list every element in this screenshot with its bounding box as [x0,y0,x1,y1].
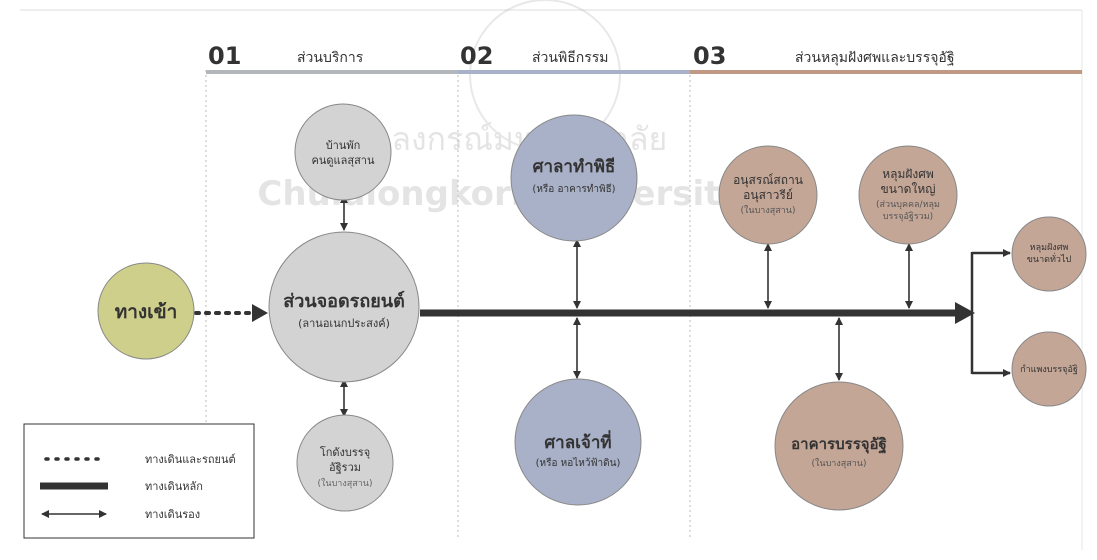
section-03-label: ส่วนหลุมฝังศพและบรรจุอัฐิ [795,50,955,66]
node-ossuary-building: อาคารบรรจุอัฐิ (ในบางสุสาน) [774,381,904,511]
svg-text:(ส่วนบุคคล/หลุม: (ส่วนบุคคล/หลุม [876,200,940,210]
node-large-grave: หลุมฝังศพ ขนาดใหญ่ (ส่วนบุคคล/หลุม บรรจุ… [858,145,958,245]
section-03-header: 03 ส่วนหลุมฝังศพและบรรจุอัฐิ [693,42,955,70]
svg-text:กำแพงบรรจุอัฐิ: กำแพงบรรจุอัฐิ [1020,364,1078,375]
legend-main-label: ทางเดินหลัก [145,480,203,493]
node-monument: อนุสรณ์สถาน อนุสาวรีย์ (ในบางสุสาน) [718,145,818,245]
svg-text:อัฐิรวม: อัฐิรวม [329,461,361,474]
node-ceremony-hall: ศาลาทำพิธี (หรือ อาคารทำพิธี) [510,114,638,242]
svg-text:(ในบางสุสาน): (ในบางสุสาน) [741,205,796,216]
svg-text:(ในบางสุสาน): (ในบางสุสาน) [812,458,867,469]
section-02-bar [458,70,690,74]
svg-text:ขนาดทั่วไป: ขนาดทั่วไป [1027,252,1072,265]
svg-text:ศาลเจ้าที่: ศาลเจ้าที่ [544,430,611,453]
node-ossuary-storage: โกดังบรรจุ อัฐิรวม (ในบางสุสาน) [296,414,394,512]
node-parking: ส่วนจอดรถยนต์ (ลานอเนกประสงค์) [268,231,420,383]
svg-text:อนุสาวรีย์: อนุสาวรีย์ [743,188,793,203]
section-03-number: 03 [693,42,726,70]
section-03-bar [690,70,1082,74]
section-02-label: ส่วนพิธีกรรม [532,50,609,66]
svg-text:หลุมฝังศพ: หลุมฝังศพ [1030,243,1069,253]
svg-text:(หรือ อาคารทำพิธี): (หรือ อาคารทำพิธี) [532,183,615,195]
node-entrance: ทางเข้า [97,262,195,360]
svg-text:(หรือ หอไหว้ฟ้าดิน): (หรือ หอไหว้ฟ้าดิน) [536,457,621,469]
svg-text:หลุมฝังศพ: หลุมฝังศพ [882,167,934,182]
node-staff-house: บ้านพัก คนดูแลสุสาน [294,103,392,201]
legend: ทางเดินและรถยนต์ ทางเดินหลัก ทางเดินรอง [23,423,255,539]
svg-text:ส่วนจอดรถยนต์: ส่วนจอดรถยนต์ [283,290,405,312]
node-ossuary-wall: กำแพงบรรจุอัฐิ [1011,331,1087,407]
section-01-header: 01 ส่วนบริการ [208,42,364,70]
svg-text:ศาลาทำพิธี: ศาลาทำพิธี [533,156,616,177]
section-01-label: ส่วนบริการ [297,50,364,66]
section-01-number: 01 [208,42,241,70]
legend-dotted-label: ทางเดินและรถยนต์ [145,453,236,466]
svg-text:คนดูแลสุสาน: คนดูแลสุสาน [312,154,375,167]
svg-text:ขนาดใหญ่: ขนาดใหญ่ [881,182,936,196]
svg-text:(ในบางสุสาน): (ในบางสุสาน) [318,478,373,489]
svg-text:โกดังบรรจุ: โกดังบรรจุ [320,445,370,459]
svg-text:บรรจุอัฐิรวม): บรรจุอัฐิรวม) [883,211,933,222]
section-01-bar [206,70,458,74]
section-02-header: 02 ส่วนพิธีกรรม [460,42,609,70]
legend-arrow-label: ทางเดินรอง [145,508,200,521]
svg-text:บ้านพัก: บ้านพัก [326,139,361,152]
svg-text:อนุสรณ์สถาน: อนุสรณ์สถาน [733,173,803,188]
node-general-grave: หลุมฝังศพ ขนาดทั่วไป [1011,216,1087,292]
svg-text:อาคารบรรจุอัฐิ: อาคารบรรจุอัฐิ [791,435,887,454]
entrance-label: ทางเข้า [115,301,178,323]
section-02-number: 02 [460,42,493,70]
svg-text:(ลานอเนกประสงค์): (ลานอเนกประสงค์) [298,317,390,330]
node-shrine: ศาลเจ้าที่ (หรือ หอไหว้ฟ้าดิน) [514,378,642,506]
